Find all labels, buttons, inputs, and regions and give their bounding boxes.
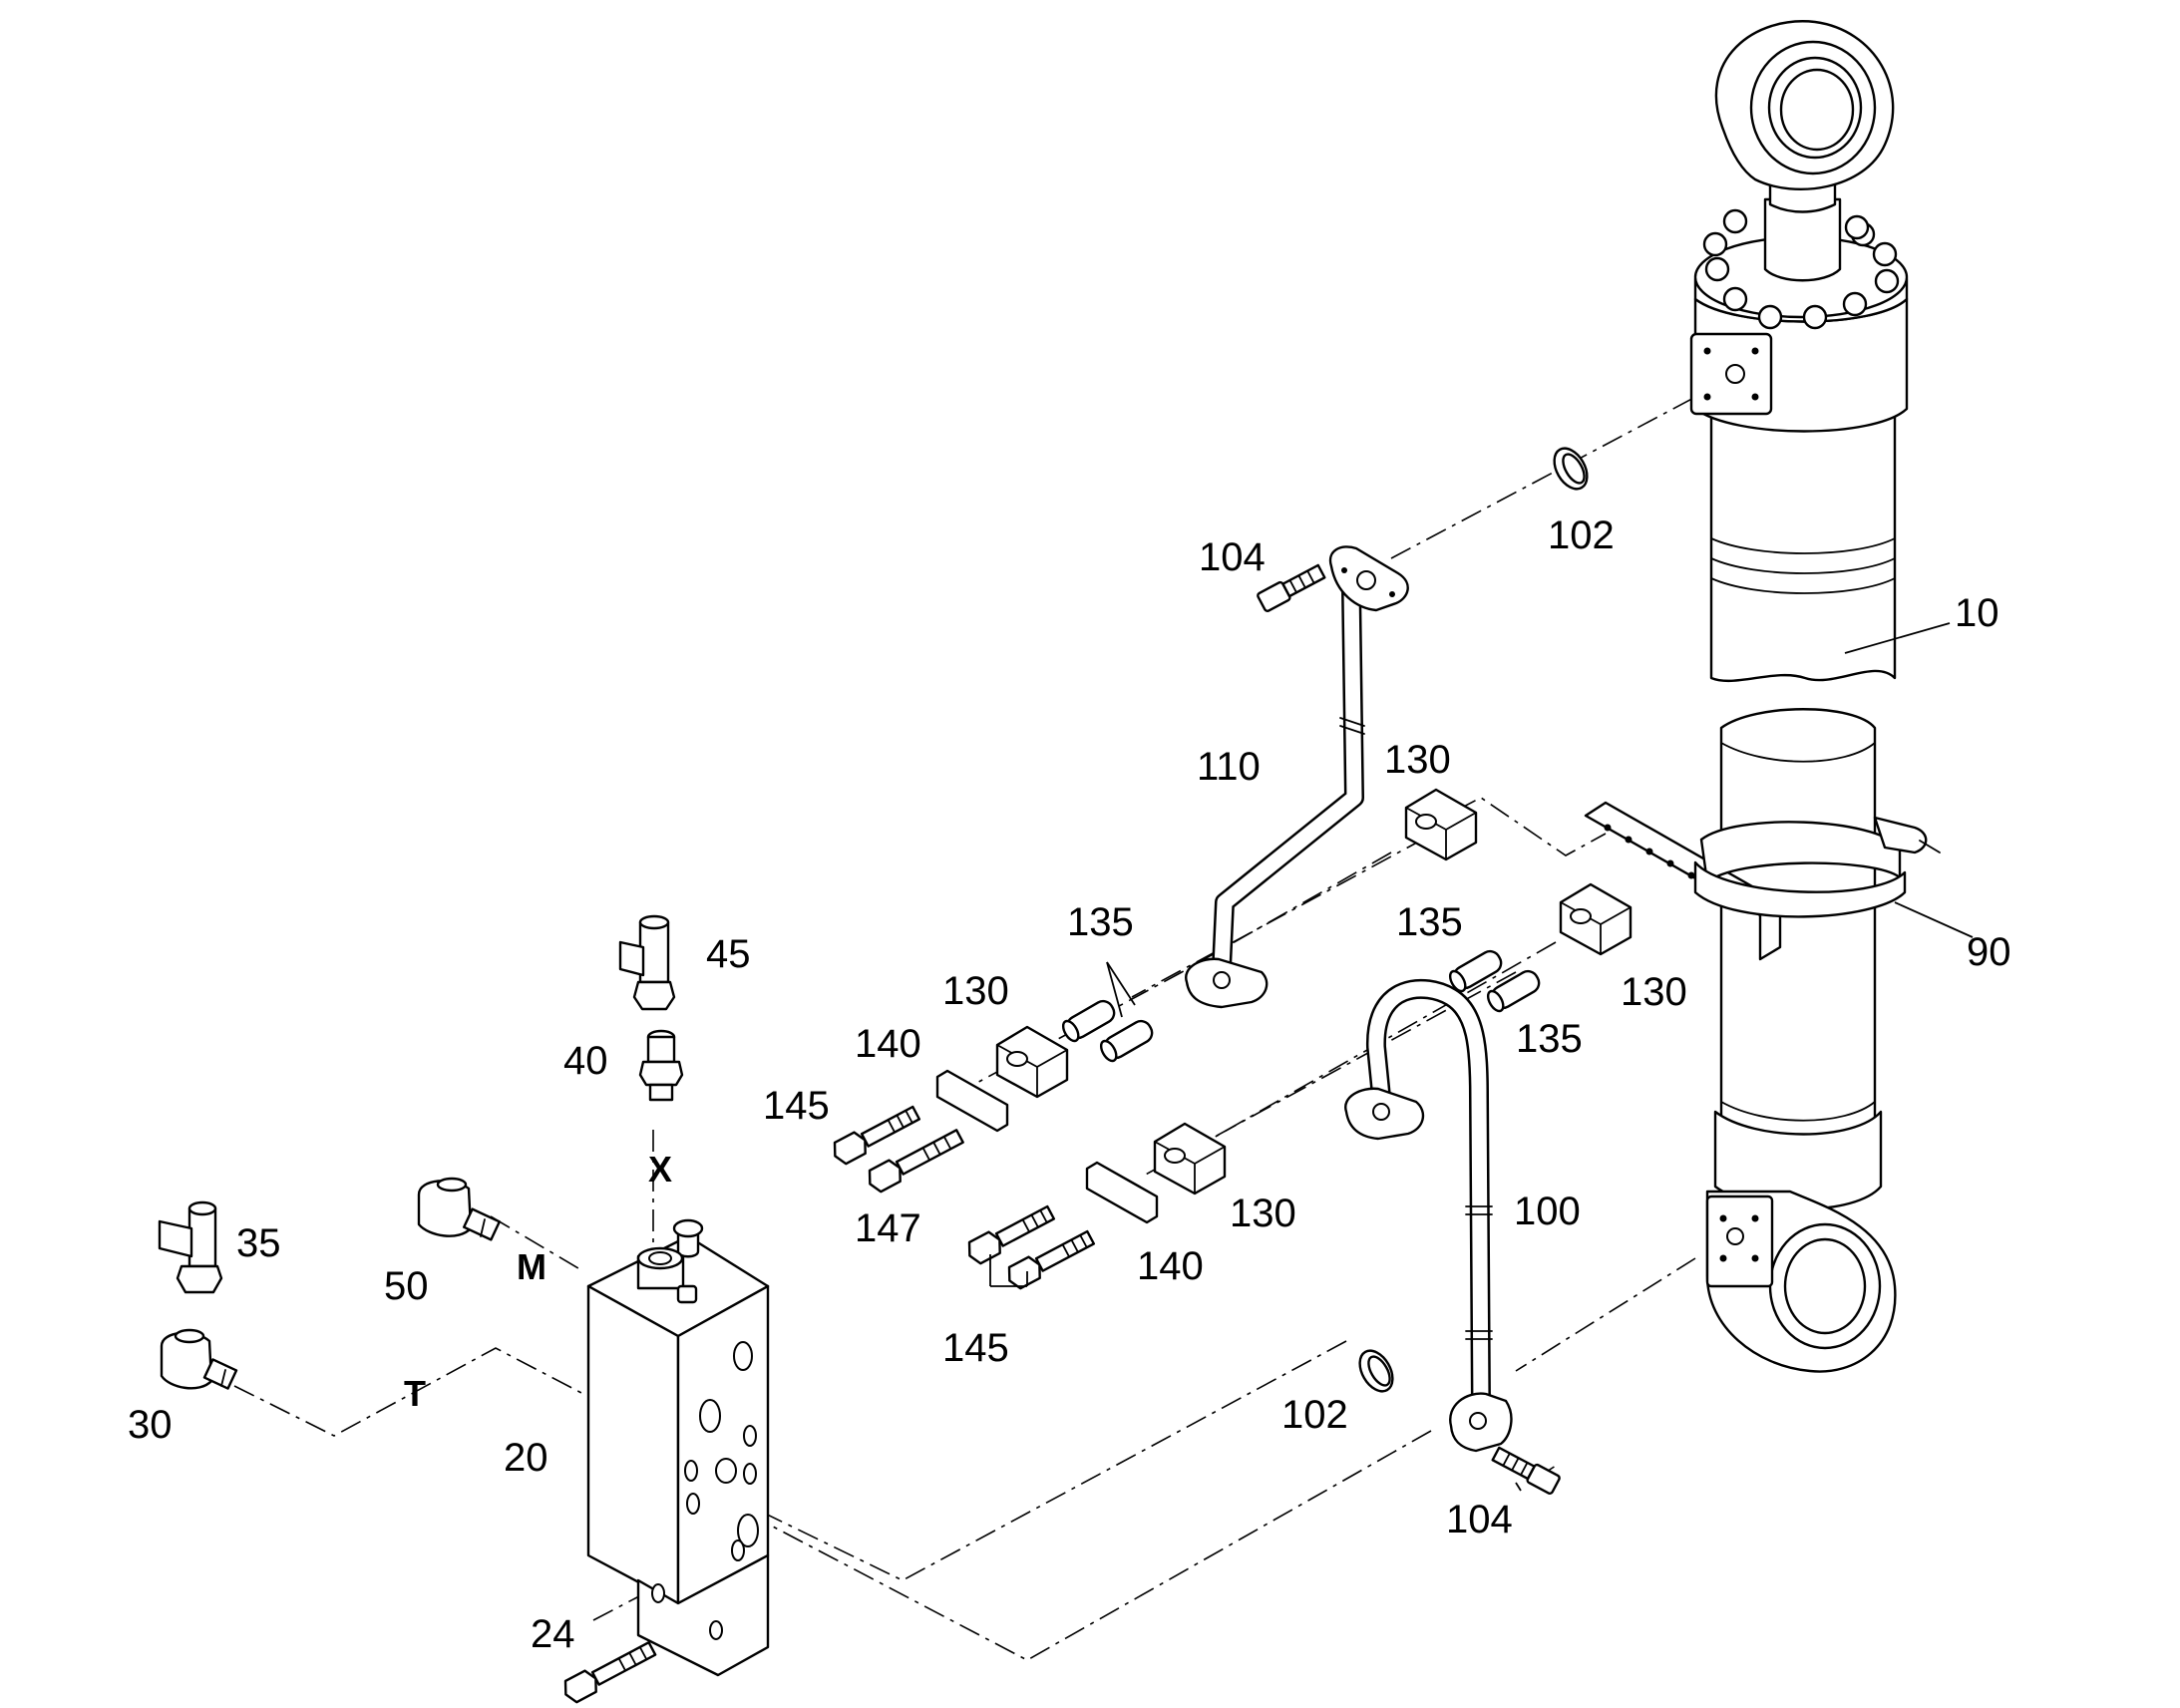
port-x-label: X: [648, 1149, 672, 1190]
label-135-a: 135: [1067, 900, 1134, 944]
hydraulic-cylinder: [1689, 20, 1909, 1373]
port-labels: X M T: [404, 1149, 672, 1414]
fitting-40: [638, 1029, 684, 1102]
pipe-110: [1185, 545, 1409, 1009]
label-35: 35: [236, 1221, 281, 1265]
port-t-label: T: [404, 1373, 426, 1414]
mounting-clamp-90: [1584, 801, 1941, 961]
label-140-b: 140: [1137, 1244, 1204, 1288]
fitting-30: [160, 1328, 238, 1390]
label-140-a: 140: [855, 1022, 921, 1066]
label-147: 147: [855, 1206, 921, 1250]
fitting-50: [417, 1177, 502, 1241]
pipe-100: [1344, 978, 1513, 1453]
valve-block-20: [586, 1218, 770, 1677]
fitting-35: [158, 1200, 223, 1294]
cover-plates-140: [935, 1069, 1159, 1224]
label-20: 20: [504, 1436, 548, 1480]
label-104-bottom: 104: [1446, 1498, 1513, 1541]
label-24: 24: [531, 1612, 575, 1656]
label-90: 90: [1967, 930, 2011, 974]
part-labels: 10 90 102 104 110 130 135 135 130 130 14…: [128, 513, 2011, 1656]
label-100: 100: [1514, 1190, 1581, 1233]
label-145-b: 145: [942, 1326, 1009, 1370]
label-104-top: 104: [1199, 535, 1266, 579]
o-rings-102: [1358, 447, 1589, 1393]
label-102-top: 102: [1548, 513, 1615, 557]
leader-lines: [989, 622, 1974, 1492]
spacers-135: [1061, 949, 1541, 1063]
label-110: 110: [1197, 745, 1261, 789]
label-45: 45: [706, 932, 751, 976]
label-130-a: 130: [1384, 738, 1451, 782]
screws-104: [1257, 563, 1561, 1495]
label-145-a: 145: [763, 1084, 830, 1128]
fitting-45: [618, 914, 676, 1011]
label-30: 30: [128, 1403, 173, 1447]
label-135-b: 135: [1396, 900, 1463, 944]
label-130-b: 130: [942, 969, 1009, 1013]
label-130-c: 130: [1621, 970, 1687, 1014]
head-bolts: [1702, 208, 1900, 330]
label-40: 40: [563, 1039, 608, 1083]
label-50: 50: [384, 1264, 429, 1308]
label-130-d: 130: [1230, 1192, 1296, 1235]
port-m-label: M: [517, 1246, 546, 1287]
label-10: 10: [1955, 591, 1999, 635]
clamp-halves-130: [995, 788, 1633, 1196]
label-102-bottom: 102: [1281, 1393, 1348, 1437]
bolts-145-147: [563, 1105, 1096, 1704]
label-135-c: 135: [1516, 1017, 1583, 1061]
